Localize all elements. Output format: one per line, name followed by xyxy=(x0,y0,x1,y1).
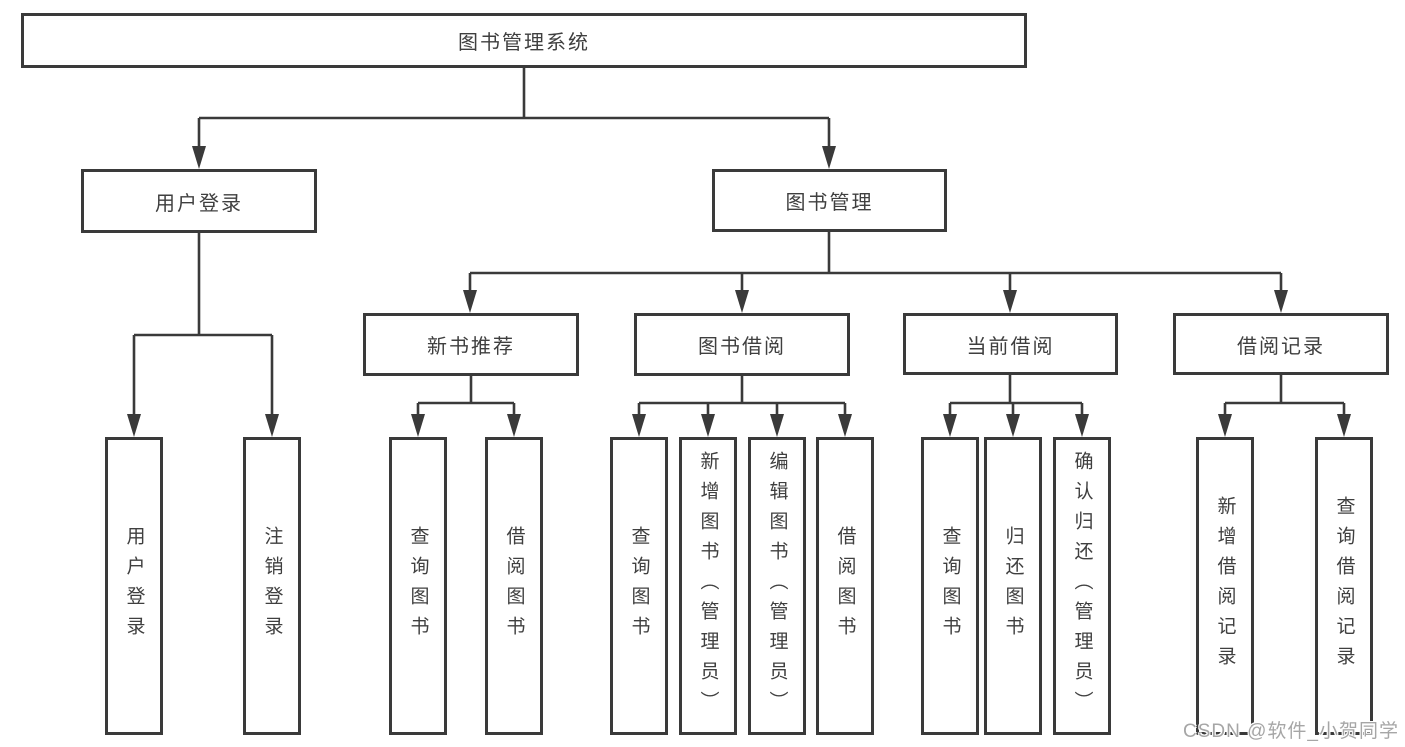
node-user-login-branch: 用户登录 xyxy=(81,169,317,233)
node-label: 用户登录 xyxy=(123,526,145,646)
csdn-watermark: CSDN @软件_小贺同学 xyxy=(1183,721,1399,742)
arrowhead-icon xyxy=(265,414,279,437)
leaf-add-books-admin: 新增图书（管理员） xyxy=(679,437,737,735)
arrowhead-icon xyxy=(1274,290,1288,313)
arrowhead-icon xyxy=(838,414,852,437)
node-label: 借阅记录 xyxy=(1237,335,1325,358)
node-label: 查询图书 xyxy=(628,526,650,646)
node-book-borrow: 图书借阅 xyxy=(634,313,850,376)
node-label: 查询图书 xyxy=(407,526,429,646)
arrowhead-icon xyxy=(770,414,784,437)
node-current-borrow: 当前借阅 xyxy=(903,313,1118,375)
leaf-query-books: 查询图书 xyxy=(610,437,668,735)
node-label: 新书推荐 xyxy=(427,336,515,358)
arrowhead-icon xyxy=(1075,414,1089,437)
node-label: 借阅图书 xyxy=(834,526,856,646)
leaf-query-books: 查询图书 xyxy=(921,437,979,735)
node-borrow-records: 借阅记录 xyxy=(1173,313,1389,375)
arrowhead-icon xyxy=(463,290,477,313)
leaf-edit-books-admin: 编辑图书（管理员） xyxy=(748,437,806,735)
arrowhead-icon xyxy=(822,146,836,169)
node-label: 查询借阅记录 xyxy=(1333,496,1355,676)
arrowhead-icon xyxy=(411,414,425,437)
node-label: 图书管理 xyxy=(785,192,874,214)
leaf-borrow-books: 借阅图书 xyxy=(816,437,874,735)
node-label: 借阅图书 xyxy=(503,526,525,646)
arrowhead-icon xyxy=(735,290,749,313)
leaf-logout: 注销登录 xyxy=(243,437,301,735)
arrowhead-icon xyxy=(1218,414,1232,437)
arrowhead-icon xyxy=(1006,414,1020,437)
arrowhead-icon xyxy=(701,414,715,437)
node-label: 注销登录 xyxy=(261,526,283,646)
leaf-borrow-books: 借阅图书 xyxy=(485,437,543,735)
leaf-confirm-return-admin: 确认归还（管理员） xyxy=(1053,437,1111,735)
leaf-query-borrow-record: 查询借阅记录 xyxy=(1315,437,1373,735)
node-label: 编辑图书（管理员） xyxy=(766,451,788,721)
arrowhead-icon xyxy=(192,146,206,169)
node-label: 图书管理系统 xyxy=(458,32,590,54)
node-label: 用户登录 xyxy=(155,192,243,215)
node-book-management-branch: 图书管理 xyxy=(712,169,947,232)
node-label: 图书借阅 xyxy=(698,336,786,358)
arrowhead-icon xyxy=(632,414,646,437)
arrowhead-icon xyxy=(1337,414,1351,437)
node-label: 新增图书（管理员） xyxy=(697,451,719,721)
leaf-query-books: 查询图书 xyxy=(389,437,447,735)
node-root-system: 图书管理系统 xyxy=(21,13,1027,68)
arrowhead-icon xyxy=(943,414,957,437)
arrowhead-icon xyxy=(127,414,141,437)
node-label: 新增借阅记录 xyxy=(1214,496,1236,676)
node-label: 归还图书 xyxy=(1002,526,1024,646)
node-label: 查询图书 xyxy=(939,526,961,646)
leaf-add-borrow-record: 新增借阅记录 xyxy=(1196,437,1254,735)
node-label: 当前借阅 xyxy=(966,335,1055,358)
leaf-user-login: 用户登录 xyxy=(105,437,163,735)
arrowhead-icon xyxy=(1003,290,1017,313)
arrowhead-icon xyxy=(507,414,521,437)
leaf-return-books: 归还图书 xyxy=(984,437,1042,735)
node-label: 确认归还（管理员） xyxy=(1071,451,1093,721)
node-new-book-recommend: 新书推荐 xyxy=(363,313,579,376)
